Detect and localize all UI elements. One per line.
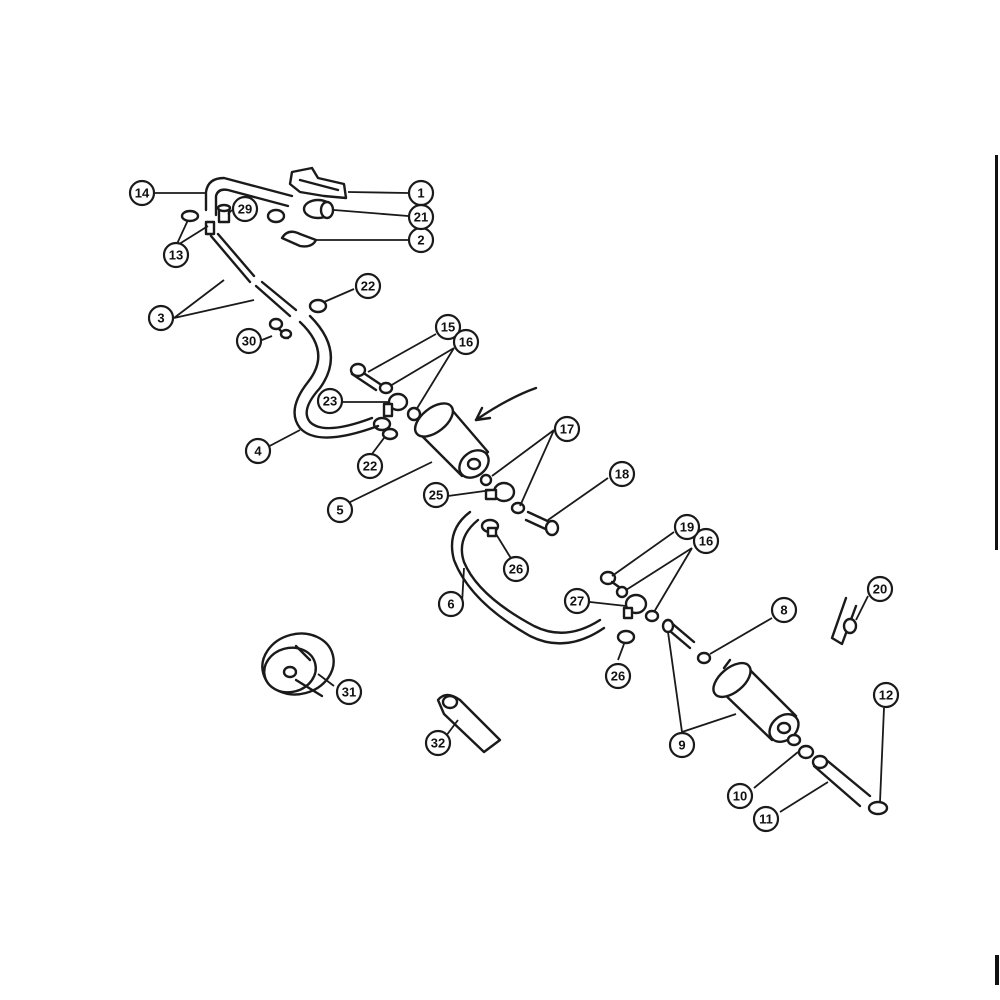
scan-edge-mark: [995, 155, 998, 550]
part-13-clip: [180, 208, 286, 236]
callout-label: 22: [361, 279, 375, 294]
callout-label: 11: [759, 812, 773, 827]
callout-17: 17: [553, 415, 581, 443]
callout-label: 27: [570, 594, 584, 609]
callout-label: 14: [135, 186, 150, 201]
callout-label: 21: [414, 210, 428, 225]
scan-edge-mark: [995, 955, 999, 985]
part-8-washer: [696, 651, 712, 665]
callout-22: 22: [356, 452, 384, 480]
part-14-bent-pipe: [204, 176, 294, 217]
part-6-hose: [450, 510, 606, 645]
part-5-filter: [413, 402, 490, 479]
callout-label: 31: [342, 685, 356, 700]
part-29-fitting: [216, 203, 232, 224]
callout-label: 3: [157, 311, 164, 326]
callout-16: 16: [692, 527, 720, 555]
part-12-clip: [867, 800, 889, 816]
callout-label: 13: [169, 248, 183, 263]
part-16-washer: [378, 381, 422, 422]
part-10-clip: [786, 733, 815, 760]
callout-27: 27: [563, 587, 591, 615]
callout-label: 2: [417, 233, 424, 248]
callout-26: 26: [604, 662, 632, 690]
callout-label: 16: [699, 534, 713, 549]
callout-6: 6: [437, 590, 465, 618]
callout-14: 14: [128, 179, 156, 207]
part-20-strap: [830, 596, 858, 646]
part-23-banjo: [382, 392, 409, 418]
callout-label: 9: [678, 738, 685, 753]
callout-label: 23: [323, 394, 337, 409]
callout-26: 26: [502, 555, 530, 583]
callout-label: 12: [879, 688, 893, 703]
callout-label: 32: [431, 736, 445, 751]
callout-label: 25: [429, 488, 443, 503]
callout-label: 22: [363, 459, 377, 474]
callout-19: 19: [673, 513, 701, 541]
callout-label: 10: [733, 789, 747, 804]
callout-25: 25: [422, 481, 450, 509]
callout-label: 20: [873, 582, 887, 597]
callout-31: 31: [335, 678, 363, 706]
callout-16: 16: [452, 328, 480, 356]
part-2-clip: [280, 230, 318, 248]
callout-29: 29: [231, 195, 259, 223]
part-15-bolt: [349, 362, 382, 392]
callout-9: 9: [668, 731, 696, 759]
callout-1: 1: [407, 179, 435, 207]
part-16-washer: [615, 585, 660, 623]
callout-30: 30: [235, 327, 263, 355]
callout-label: 8: [780, 603, 787, 618]
callout-21: 21: [407, 203, 435, 231]
part-9-fuel-pump: [712, 658, 800, 743]
callout-5: 5: [326, 496, 354, 524]
callout-3: 3: [147, 304, 175, 332]
part-27-banjo: [622, 593, 648, 620]
callout-label: 19: [680, 520, 694, 535]
callout-4: 4: [244, 437, 272, 465]
callout-15: 15: [434, 313, 462, 341]
callout-label: 17: [560, 422, 574, 437]
callout-23: 23: [316, 387, 344, 415]
part-32-link: [436, 693, 502, 754]
callout-20: 20: [866, 575, 894, 603]
callout-label: 5: [336, 503, 343, 518]
callout-label: 1: [417, 186, 424, 201]
part-3-pipe: [209, 232, 298, 318]
callout-label: 4: [254, 444, 262, 459]
callout-label: 26: [611, 669, 625, 684]
callout-8: 8: [770, 596, 798, 624]
part-25-banjo: [484, 481, 516, 503]
callout-13: 13: [162, 241, 190, 269]
flow-direction-arrow: [474, 386, 538, 422]
callout-32: 32: [424, 729, 452, 757]
callout-label: 6: [447, 597, 454, 612]
callout-label: 16: [459, 335, 473, 350]
part-11-hose: [811, 754, 872, 808]
callout-label: 30: [242, 334, 256, 349]
callout-label: 18: [615, 467, 629, 482]
callout-11: 11: [752, 805, 780, 833]
callout-10: 10: [726, 782, 754, 810]
part-18-bolt: [524, 510, 560, 537]
callout-label: 26: [509, 562, 523, 577]
callout-12: 12: [872, 681, 900, 709]
part-21-union: [302, 198, 335, 220]
part-4-hose: [293, 314, 380, 439]
callout-2: 2: [407, 226, 435, 254]
part-1-bracket: [288, 166, 348, 200]
part-31-pulley: [261, 632, 335, 698]
part-26-clip: [480, 518, 636, 645]
callout-label: 29: [238, 202, 252, 217]
callout-22: 22: [354, 272, 382, 300]
callout-18: 18: [608, 460, 636, 488]
part-30-bolt: [268, 317, 293, 340]
callout-label: 15: [441, 320, 455, 335]
